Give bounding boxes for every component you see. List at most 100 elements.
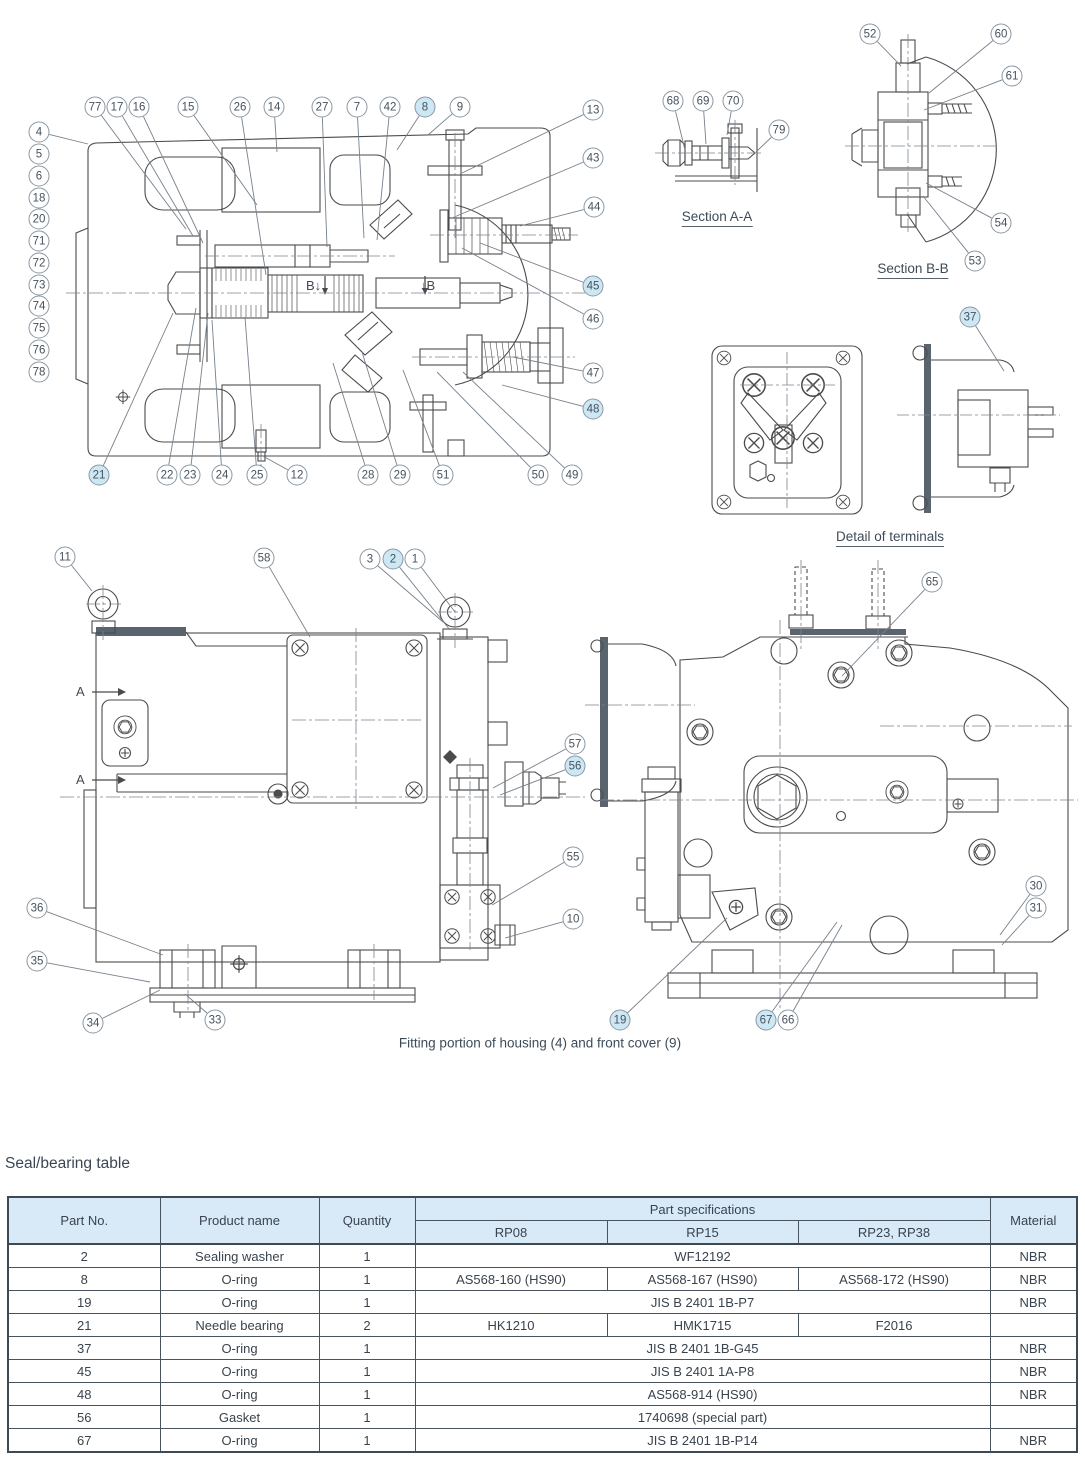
callout-29: 29 — [389, 464, 411, 486]
callout-4: 4 — [28, 121, 50, 143]
callout-45: 45 — [582, 275, 604, 297]
callout-15: 15 — [177, 96, 199, 118]
col-header-quantity: Quantity — [318, 1196, 416, 1245]
table-cell: JIS B 2401 1A-P8 — [414, 1359, 991, 1383]
callout-52: 52 — [859, 23, 881, 45]
table-cell: 1 — [318, 1243, 416, 1268]
table-cell: 37 — [7, 1336, 161, 1360]
section-bb-caption: Section B-B — [877, 261, 949, 279]
seal-bearing-table: Part No. Product name Quantity Part spec… — [7, 1196, 1078, 1453]
callout-46: 46 — [582, 308, 604, 330]
callout-58: 58 — [253, 547, 275, 569]
callout-73: 73 — [28, 274, 50, 296]
section-aa-caption: Section A-A — [681, 209, 753, 227]
callout-72: 72 — [28, 252, 50, 274]
callout-17: 17 — [106, 96, 128, 118]
callout-56: 56 — [564, 755, 586, 777]
table-cell: F2016 — [797, 1313, 991, 1337]
callout-33: 33 — [204, 1009, 226, 1031]
table-cell: 56 — [7, 1405, 161, 1429]
callout-23: 23 — [179, 464, 201, 486]
callout-3: 3 — [359, 548, 381, 570]
callout-12: 12 — [286, 464, 308, 486]
callout-27: 27 — [311, 96, 333, 118]
callout-51: 51 — [432, 464, 454, 486]
table-cell: Needle bearing — [159, 1313, 320, 1337]
callout-24: 24 — [211, 464, 233, 486]
callout-53: 53 — [964, 250, 986, 272]
callout-69: 69 — [692, 90, 714, 112]
table-cell: 48 — [7, 1382, 161, 1406]
callout-74: 74 — [28, 295, 50, 317]
callout-26: 26 — [229, 96, 251, 118]
engineering-line-art — [60, 34, 1078, 1018]
table-cell: NBR — [989, 1359, 1078, 1383]
callout-10: 10 — [562, 908, 584, 930]
table-cell: O-ring — [159, 1336, 320, 1360]
callout-66: 66 — [777, 1009, 799, 1031]
callout-57: 57 — [564, 733, 586, 755]
callout-9: 9 — [449, 96, 471, 118]
callout-31: 31 — [1025, 897, 1047, 919]
callout-44: 44 — [583, 196, 605, 218]
callout-6: 6 — [28, 165, 50, 187]
table-cell: 2 — [318, 1313, 416, 1337]
callout-16: 16 — [128, 96, 150, 118]
callout-67: 67 — [755, 1009, 777, 1031]
table-cell: 1 — [318, 1267, 416, 1291]
table-cell: JIS B 2401 1B-P7 — [414, 1290, 991, 1314]
callout-2: 2 — [382, 548, 404, 570]
table-cell: 1 — [318, 1290, 416, 1314]
table-cell: 45 — [7, 1359, 161, 1383]
callout-78: 78 — [28, 361, 50, 383]
callout-50: 50 — [527, 464, 549, 486]
section-bb-view — [845, 34, 1000, 243]
table-cell: 1 — [318, 1382, 416, 1406]
callout-79: 79 — [768, 119, 790, 141]
side-view — [60, 585, 585, 1018]
callout-65: 65 — [921, 571, 943, 593]
callout-49: 49 — [561, 464, 583, 486]
table-cell: O-ring — [159, 1428, 320, 1453]
table-cell — [989, 1313, 1078, 1337]
table-cell: 1740698 (special part) — [414, 1405, 991, 1429]
table-cell: O-ring — [159, 1382, 320, 1406]
callout-19: 19 — [609, 1009, 631, 1031]
col-header-product-name: Product name — [159, 1196, 320, 1245]
table-cell: NBR — [989, 1267, 1078, 1291]
table-cell: 1 — [318, 1405, 416, 1429]
callout-60: 60 — [990, 23, 1012, 45]
callout-42: 42 — [379, 96, 401, 118]
callout-71: 71 — [28, 230, 50, 252]
detail-of-terminals-caption: Detail of terminals — [835, 529, 945, 547]
col-header-part-specifications: Part specifications — [414, 1196, 991, 1221]
callout-48: 48 — [582, 398, 604, 420]
table-title: Seal/bearing table — [5, 1155, 130, 1172]
callout-37: 37 — [959, 306, 981, 328]
callout-13: 13 — [582, 99, 604, 121]
section-b-arrow-right: ↓B — [420, 278, 436, 293]
callout-7: 7 — [346, 96, 368, 118]
table-cell: AS568-172 (HS90) — [797, 1267, 991, 1291]
callout-77: 77 — [84, 96, 106, 118]
section-b-arrow-left: B↓ — [306, 278, 322, 293]
callout-14: 14 — [263, 96, 285, 118]
table-cell: 8 — [7, 1267, 161, 1291]
callout-20: 20 — [28, 208, 50, 230]
table-cell: NBR — [989, 1290, 1078, 1314]
section-a-arrow-lower: A — [76, 772, 85, 787]
callout-55: 55 — [562, 846, 584, 868]
table-cell: 1 — [318, 1336, 416, 1360]
table-cell: AS568-160 (HS90) — [414, 1267, 608, 1291]
callout-70: 70 — [722, 90, 744, 112]
callout-28: 28 — [357, 464, 379, 486]
table-cell: 2 — [7, 1243, 161, 1268]
fitting-portion-caption: Fitting portion of housing (4) and front… — [398, 1035, 682, 1051]
callout-21: 21 — [88, 464, 110, 486]
callout-68: 68 — [662, 90, 684, 112]
